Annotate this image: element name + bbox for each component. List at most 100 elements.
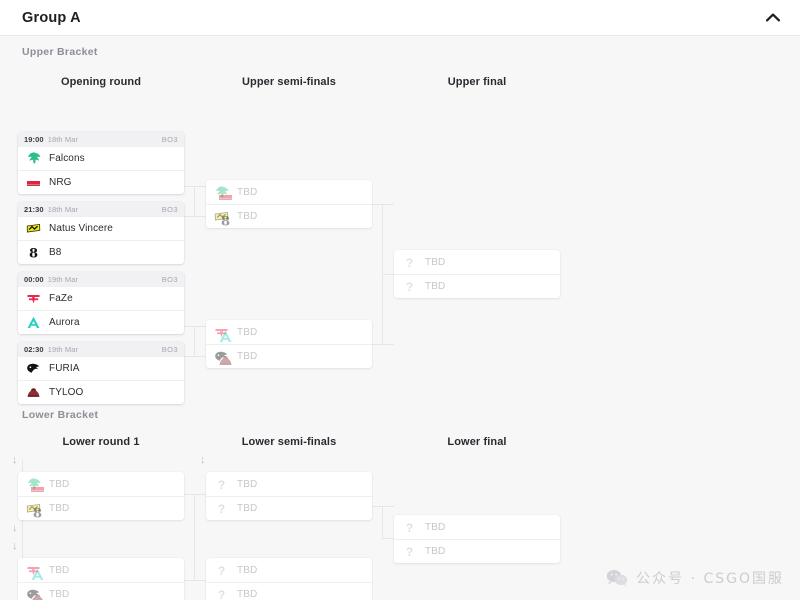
team-row[interactable]: 8 TBD [206, 204, 372, 228]
question-mark-icon: ? [402, 279, 417, 294]
team-row[interactable]: TBD [18, 582, 184, 600]
match-card[interactable]: TBD 8 TBD [206, 180, 372, 228]
svg-text:?: ? [406, 545, 413, 559]
team-row[interactable]: NRG [18, 170, 184, 194]
match-card[interactable]: ? TBD ? TBD [206, 558, 372, 600]
team-row[interactable]: ? TBD [394, 250, 560, 274]
bracket-connector [194, 494, 195, 580]
match-format: BO3 [161, 344, 178, 354]
team-row[interactable]: TYLOO [18, 380, 184, 404]
stacked-pending-logo [214, 325, 232, 342]
team-row[interactable]: TBD [18, 472, 184, 496]
bracket-connector [184, 580, 206, 581]
round-label-lower-r1: Lower round 1 [62, 436, 140, 448]
team-row[interactable]: ? TBD [394, 274, 560, 298]
svg-text:8: 8 [33, 506, 42, 520]
question-mark-icon: ? [214, 501, 229, 516]
team-row[interactable]: ? TBD [206, 558, 372, 582]
question-mark-icon: ? [214, 587, 229, 600]
match-card[interactable]: 19:00 18th Mar BO3 Falcons NRG [18, 132, 184, 194]
team-row[interactable]: ? TBD [394, 539, 560, 563]
round-label-lower-final: Lower final [447, 436, 507, 448]
round-label-upper-semis: Upper semi-finals [241, 76, 336, 88]
watermark: 公众号 · CSGO国服 [606, 568, 784, 588]
watermark-text: 公众号 · CSGO国服 [636, 571, 784, 587]
match-date: 19th Mar [47, 274, 79, 284]
round-label-lower-semis: Lower semi-finals [241, 436, 337, 448]
match-card[interactable]: ? TBD ? TBD [394, 515, 560, 563]
question-mark-icon: ? [402, 520, 417, 535]
bracket-area: Upper Bracket Opening round Upper semi-f… [0, 36, 800, 600]
team-row[interactable]: Falcons [18, 146, 184, 170]
team-name: TBD [237, 326, 258, 338]
team-row[interactable]: TBD [18, 558, 184, 582]
team-name: TBD [425, 546, 446, 557]
bracket-connector [194, 186, 195, 216]
svg-text:8: 8 [221, 214, 230, 228]
group-header[interactable]: Group A [0, 0, 800, 36]
match-card[interactable]: ? TBD ? TBD [206, 472, 372, 520]
round-label-upper-final: Upper final [447, 76, 507, 88]
team-row[interactable]: ? TBD [206, 582, 372, 600]
chevron-up-icon[interactable] [764, 9, 782, 27]
team-name: Falcons [49, 153, 85, 164]
question-mark-icon: ? [214, 563, 229, 578]
navi-logo [26, 501, 41, 516]
match-time: 19:00 [24, 134, 44, 144]
match-card[interactable]: 02:30 19th Mar BO3 FURIA TYLOO [18, 342, 184, 404]
team-row[interactable]: 8 TBD [18, 496, 184, 520]
svg-text:?: ? [218, 502, 225, 516]
tyloo-logo [26, 385, 41, 400]
team-row[interactable]: ? TBD [394, 515, 560, 539]
match-card[interactable]: 21:30 18th Mar BO3 Natus Vincere 8 B8 [18, 202, 184, 264]
upper-bracket-label: Upper Bracket [22, 46, 98, 58]
question-mark-icon: ? [402, 255, 417, 270]
faze-logo [214, 325, 229, 340]
bracket-connector [184, 326, 206, 327]
team-name: TBD [49, 503, 70, 514]
stacked-pending-logo: 8 [214, 209, 230, 228]
tyloo-logo [30, 591, 45, 600]
stacked-pending-logo [26, 477, 44, 492]
team-row[interactable]: ? TBD [206, 472, 372, 496]
bracket-connector [372, 344, 394, 345]
team-name: TBD [49, 564, 70, 576]
match-time: 21:30 [24, 204, 44, 214]
team-row[interactable]: Aurora [18, 310, 184, 334]
match-format: BO3 [161, 274, 178, 284]
bracket-connector [372, 204, 394, 205]
team-row[interactable]: ? TBD [206, 496, 372, 520]
wechat-icon [606, 569, 628, 587]
svg-text:?: ? [406, 256, 413, 270]
match-card[interactable]: TBD TBD [206, 320, 372, 368]
drop-arrow-icon: ↓ [12, 540, 18, 552]
bracket-connector [194, 326, 195, 356]
team-name: TBD [49, 589, 70, 600]
faze-logo [26, 291, 41, 306]
stacked-pending-logo [26, 563, 44, 580]
drop-arrow-icon: ↓ [12, 454, 18, 466]
svg-text:?: ? [218, 564, 225, 578]
bracket-connector [184, 494, 206, 495]
team-row[interactable]: TBD [206, 344, 372, 368]
svg-text:?: ? [218, 588, 225, 600]
team-name: TBD [425, 521, 446, 533]
match-card[interactable]: 00:00 19th Mar BO3 FaZe Aurora [18, 272, 184, 334]
match-card[interactable]: TBD 8 TBD [18, 472, 184, 520]
match-card[interactable]: ? TBD ? TBD [394, 250, 560, 298]
question-mark-icon: ? [402, 544, 417, 559]
falcons-logo [26, 477, 41, 492]
team-row[interactable]: TBD [206, 320, 372, 344]
team-row[interactable]: FURIA [18, 356, 184, 380]
bracket-connector [372, 506, 394, 507]
match-date: 18th Mar [47, 134, 79, 144]
furia-logo [214, 349, 229, 364]
team-row[interactable]: Natus Vincere [18, 216, 184, 240]
team-row[interactable]: FaZe [18, 286, 184, 310]
svg-text:?: ? [218, 478, 225, 492]
tyloo-logo [218, 353, 233, 368]
svg-text:8: 8 [29, 246, 38, 260]
match-card[interactable]: TBD TBD [18, 558, 184, 600]
team-row[interactable]: TBD [206, 180, 372, 204]
team-row[interactable]: 8 B8 [18, 240, 184, 264]
